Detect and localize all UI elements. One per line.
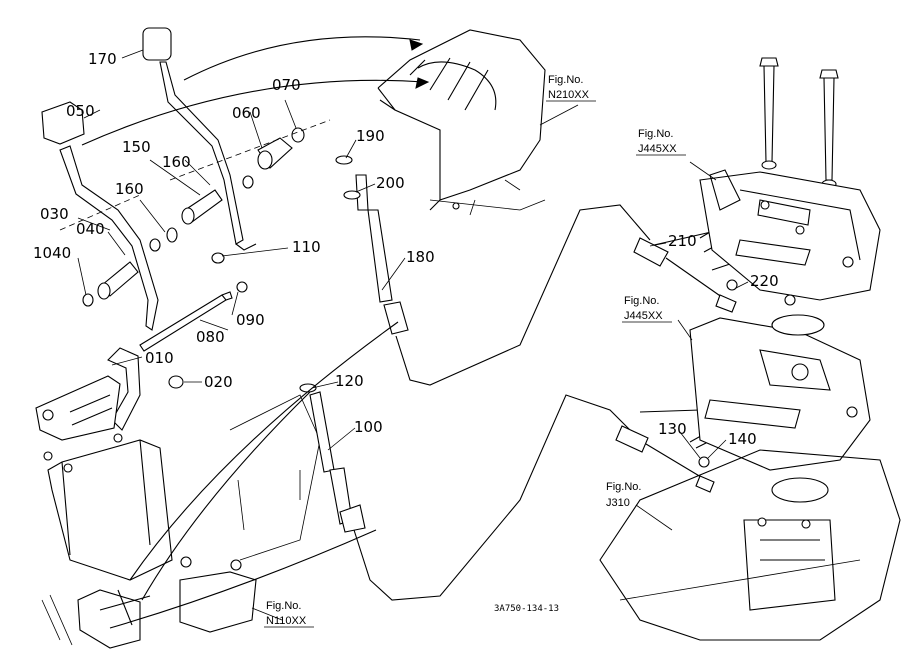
part-label: 220 bbox=[750, 272, 779, 290]
part-label: 180 bbox=[406, 248, 435, 266]
figure-ref-code: J445XX bbox=[638, 143, 677, 155]
lever-170 bbox=[142, 27, 257, 251]
part-label: 170 bbox=[88, 50, 117, 68]
figure-ref-caption: Fig.No. bbox=[624, 295, 659, 307]
valve-block-upper bbox=[699, 169, 881, 301]
figure-ref-code: J445XX bbox=[624, 310, 663, 322]
part-label: 210 bbox=[668, 232, 697, 250]
transmission-case bbox=[599, 449, 901, 641]
part-label: 080 bbox=[196, 328, 225, 346]
part-label: 090 bbox=[236, 311, 265, 329]
part-label: 100 bbox=[354, 418, 383, 436]
part-label: 050 bbox=[66, 102, 95, 120]
figure-ref-caption: Fig.No. bbox=[606, 481, 641, 493]
part-label: 010 bbox=[145, 349, 174, 367]
part-label: 1040 bbox=[33, 244, 71, 262]
part-label: 020 bbox=[204, 373, 233, 391]
part-label: 040 bbox=[76, 220, 105, 238]
valve-block-lower bbox=[689, 294, 871, 471]
figure-ref-caption: Fig.No. bbox=[548, 74, 583, 86]
part-label: 150 bbox=[122, 138, 151, 156]
figure-ref-caption: Fig.No. bbox=[638, 128, 673, 140]
cable-180 bbox=[335, 155, 737, 386]
bracket-010 bbox=[35, 347, 184, 443]
routing-arrows bbox=[81, 36, 721, 629]
part-label: 160 bbox=[115, 180, 144, 198]
part-label: 130 bbox=[658, 420, 687, 438]
lever-050 bbox=[41, 101, 159, 331]
part-label: 200 bbox=[376, 174, 405, 192]
top-housing bbox=[377, 29, 546, 216]
shaft-080 bbox=[139, 291, 233, 352]
bolts-top bbox=[759, 57, 839, 189]
figure-ref-caption: Fig.No. bbox=[266, 600, 301, 612]
figure-ref-code: N110XX bbox=[266, 615, 307, 627]
figure-ref-code: J310 bbox=[606, 497, 630, 509]
part-label: 030 bbox=[40, 205, 69, 223]
cable-100 bbox=[299, 383, 715, 601]
drawing-id: 3A750-134-13 bbox=[494, 604, 559, 614]
bushings bbox=[82, 127, 305, 307]
part-label: 140 bbox=[728, 430, 757, 448]
figure-ref-code: N210XX bbox=[548, 89, 590, 101]
lower-mounts bbox=[41, 556, 257, 649]
part-label: 190 bbox=[356, 127, 385, 145]
part-label: 110 bbox=[292, 238, 321, 256]
part-label: 060 bbox=[232, 104, 261, 122]
part-label: 070 bbox=[272, 76, 301, 94]
leader-lines bbox=[77, 49, 749, 621]
part-label: 160 bbox=[162, 153, 191, 171]
part-label: 120 bbox=[335, 372, 364, 390]
